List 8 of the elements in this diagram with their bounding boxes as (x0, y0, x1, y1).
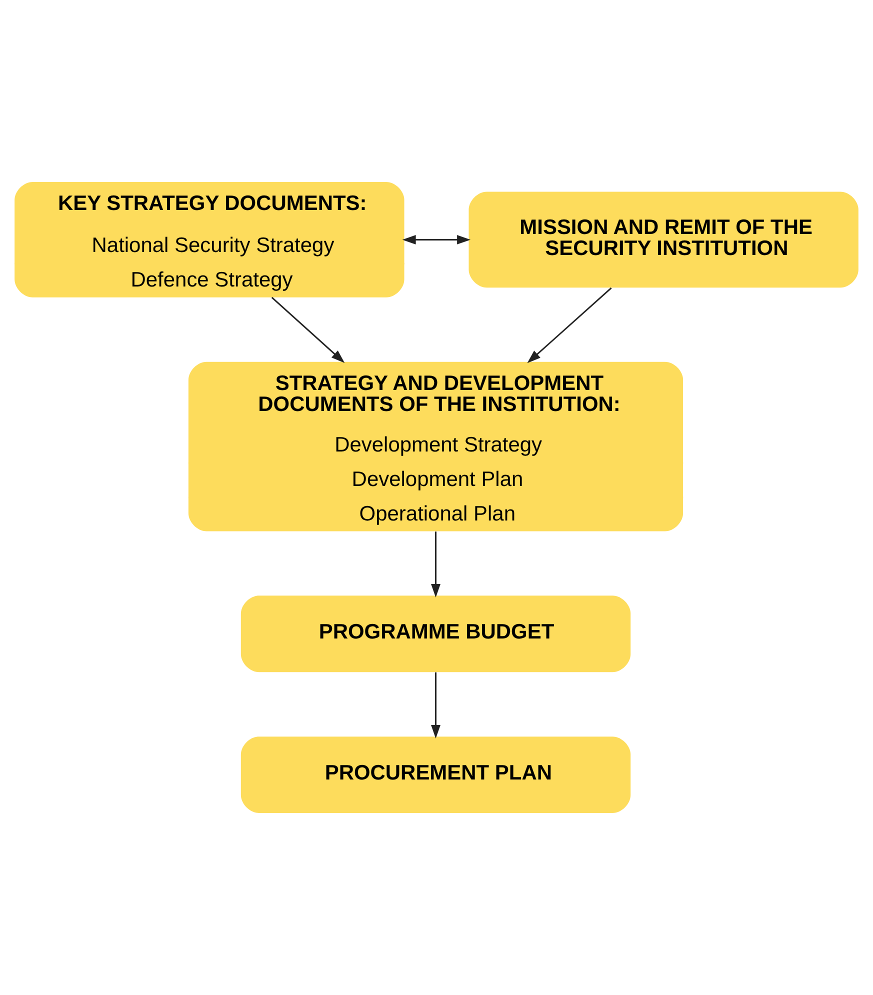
node-box: MISSION AND REMIT OF THE SECURITY INSTITUTION (468, 192, 858, 288)
arrow (431, 532, 440, 598)
arrow (271, 296, 345, 364)
arrow (527, 287, 612, 364)
arrow (431, 672, 440, 738)
arrow (402, 234, 471, 244)
node-box: PROGRAMME BUDGET (240, 596, 631, 672)
node-box: PROCUREMENT PLAN (240, 736, 631, 813)
